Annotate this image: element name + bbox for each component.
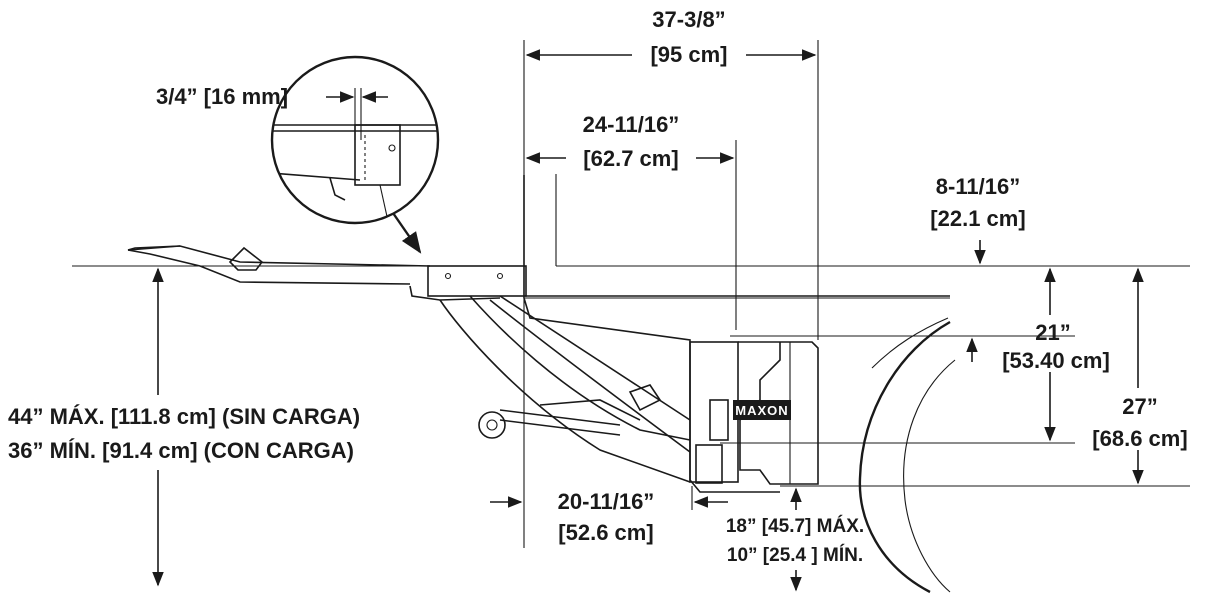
label-20-in: 20-11/16”	[558, 489, 655, 514]
platform	[127, 245, 527, 297]
label-24-in: 24-11/16”	[583, 112, 680, 137]
label-10-min: 10” [25.4 ] MÍN.	[727, 544, 863, 566]
lift-mechanism	[409, 285, 780, 493]
label-3-4-in: 3/4” [16 mm]	[156, 84, 288, 109]
label-37-cm: [95 cm]	[650, 42, 727, 67]
label-37-in: 37-3/8”	[652, 7, 725, 32]
maxon-logo-text: MAXON	[735, 403, 788, 418]
label-36-min: 36” MÍN. [91.4 cm] (CON CARGA)	[8, 438, 354, 463]
label-8-cm: [22.1 cm]	[930, 206, 1025, 231]
pump-box: MAXON	[733, 341, 819, 485]
dimension-arrows	[152, 49, 1144, 592]
label-20-cm: [52.6 cm]	[558, 520, 653, 545]
label-24-cm: [62.7 cm]	[583, 146, 678, 171]
truck-body	[523, 175, 950, 345]
label-27-in: 27”	[1122, 394, 1157, 419]
tire	[858, 317, 956, 594]
label-8-in: 8-11/16”	[936, 174, 1020, 199]
label-44-max: 44” MÁX. [111.8 cm] (SIN CARGA)	[8, 404, 360, 429]
label-21-in: 21”	[1035, 320, 1070, 345]
dimension-labels: 37-3/8” [95 cm] 24-11/16” [62.7 cm] 3/4”…	[8, 7, 1188, 566]
maxon-logo	[733, 400, 791, 420]
label-27-cm: [68.6 cm]	[1092, 426, 1187, 451]
label-21-cm: [53.40 cm]	[1002, 348, 1110, 373]
detail-magnifier	[270, 55, 440, 254]
label-18-max: 18” [45.7] MÁX.	[726, 515, 864, 537]
